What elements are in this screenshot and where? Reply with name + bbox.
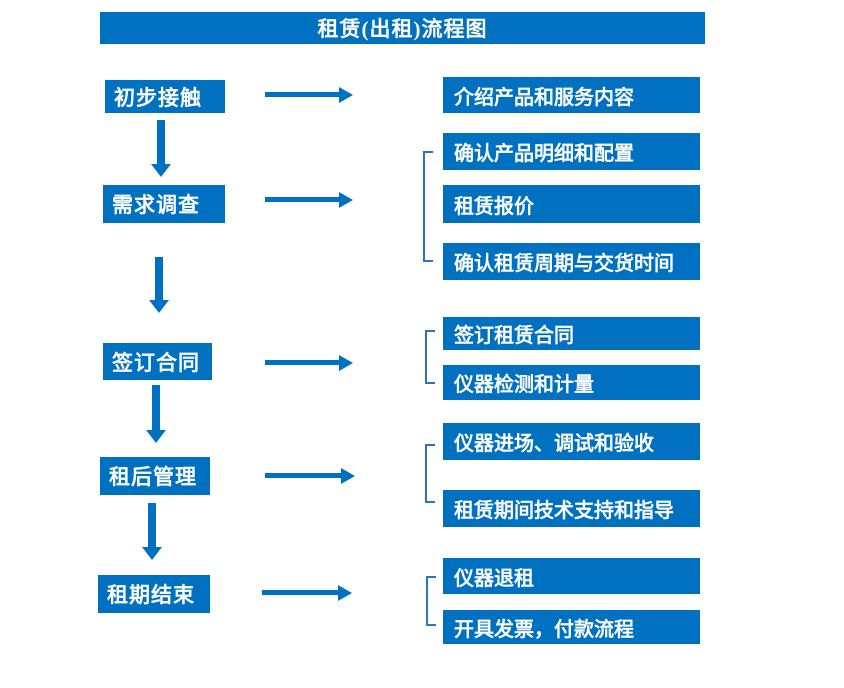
arrow-right-icon: [262, 585, 352, 601]
detail-box-confirm-period-delivery: 确认租赁周期与交货时间: [443, 243, 700, 280]
arrow-down-icon: [146, 385, 166, 443]
detail-box-confirm-product-config: 确认产品明细和配置: [443, 133, 700, 170]
arrow-down-icon: [151, 120, 171, 177]
detail-box-instrument-testing: 仪器检测和计量: [443, 365, 700, 400]
detail-box-sign-rental-contract: 签订租赁合同: [443, 317, 700, 350]
step-box-post-rental-management: 租后管理: [100, 457, 210, 495]
step-box-initial-contact: 初步接触: [105, 80, 225, 113]
detail-box-introduce-products: 介绍产品和服务内容: [443, 77, 700, 113]
group-bracket: [425, 330, 435, 384]
arrow-down-icon: [142, 503, 162, 560]
detail-box-rental-quotation: 租赁报价: [443, 185, 700, 223]
group-bracket: [423, 151, 433, 262]
arrow-right-icon: [265, 87, 353, 103]
group-bracket: [425, 444, 435, 503]
detail-box-invoice-payment: 开具发票，付款流程: [443, 610, 700, 644]
group-bracket: [426, 576, 436, 626]
arrow-right-icon: [265, 355, 353, 371]
arrow-right-icon: [265, 192, 353, 208]
arrow-down-icon: [149, 257, 169, 313]
flowchart-title: 租赁(出租)流程图: [100, 12, 705, 44]
detail-box-instrument-return: 仪器退租: [443, 558, 700, 594]
step-box-rental-end: 租期结束: [98, 575, 210, 613]
step-box-sign-contract: 签订合同: [103, 343, 212, 380]
step-box-demand-survey: 需求调查: [103, 185, 225, 223]
detail-box-technical-support: 租赁期间技术支持和指导: [443, 490, 700, 527]
detail-box-instrument-setup-acceptance: 仪器进场、调试和验收: [443, 423, 700, 460]
arrow-right-icon: [265, 468, 355, 484]
